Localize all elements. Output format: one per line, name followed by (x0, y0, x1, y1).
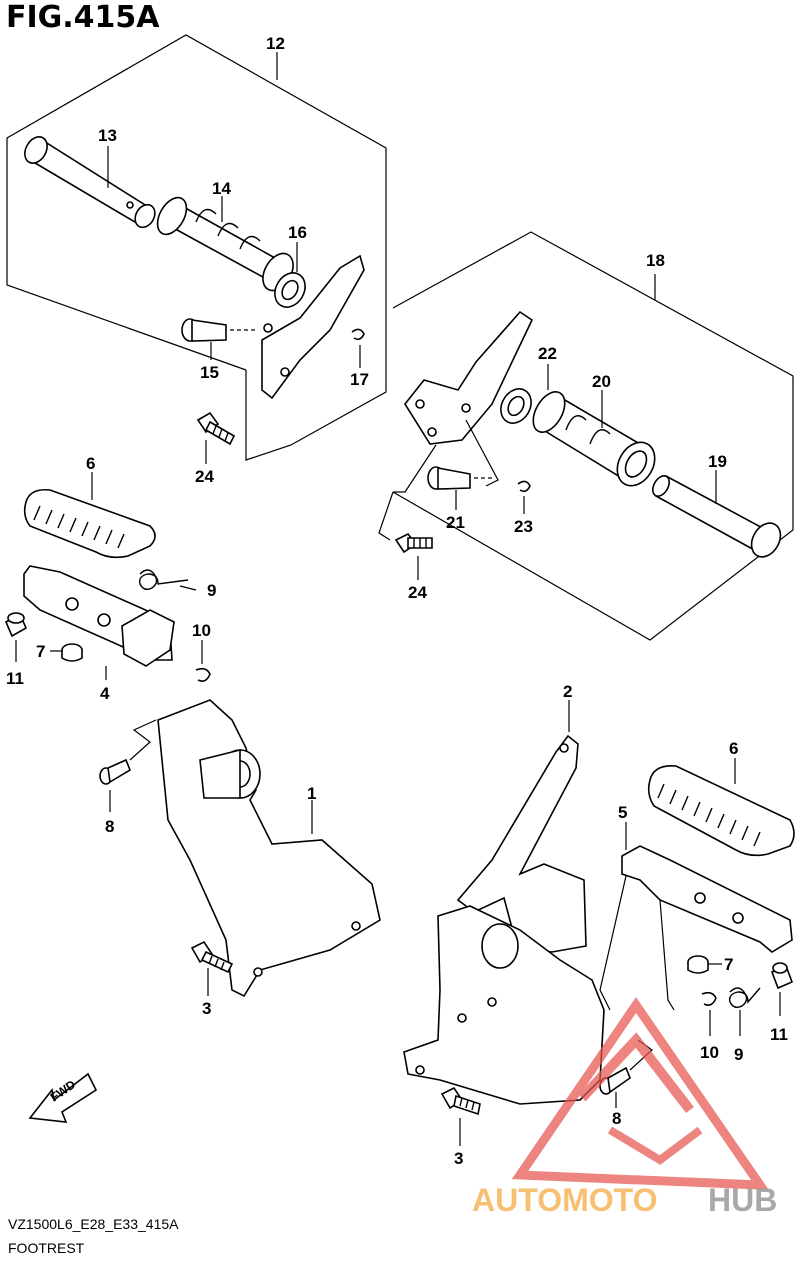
callout-5: 5 (618, 803, 627, 822)
watermark-text-hub: HUB (708, 1182, 777, 1218)
assembly-box-12 (6, 34, 387, 461)
callout-4: 4 (100, 684, 110, 703)
clip-10-right (701, 991, 717, 1036)
callout-24-right: 24 (408, 583, 427, 602)
callout-3-left: 3 (202, 999, 211, 1018)
callout-10-left: 10 (192, 621, 211, 640)
clevis-pin-15 (181, 318, 258, 360)
callout-23: 23 (514, 517, 533, 536)
clip-17 (351, 328, 365, 368)
callout-7-right: 7 (724, 955, 733, 974)
footpeg-bracket-5 (599, 822, 793, 1011)
figure-caption: FOOTREST (8, 1240, 85, 1256)
main-bracket-1 (157, 699, 381, 998)
watermark-logo (511, 997, 769, 1190)
callout-10-right: 10 (700, 1043, 719, 1062)
watermark-text-auto: AUTOMOTO (472, 1182, 657, 1218)
callout-7-left: 7 (36, 642, 45, 661)
callout-6-right: 6 (729, 739, 738, 758)
footrest-arm-2 (456, 700, 587, 953)
callout-18: 18 (646, 251, 665, 270)
fwd-direction-arrow: FWD (28, 1072, 98, 1123)
nut-7-right (687, 955, 722, 974)
clevis-pin-8-left (99, 719, 157, 812)
callout-22: 22 (538, 344, 557, 363)
figure-title: FIG.415A (6, 0, 160, 35)
washer-16 (274, 242, 306, 308)
callout-12: 12 (266, 34, 285, 53)
callout-20: 20 (592, 372, 611, 391)
washer-22 (500, 364, 549, 424)
bolt-3-left (190, 940, 234, 996)
callout-17: 17 (350, 370, 369, 389)
callout-8-right: 8 (612, 1109, 621, 1128)
footrest-rubber-6-left (23, 472, 156, 559)
callout-8-left: 8 (105, 817, 114, 836)
callout-11-right: 11 (770, 1025, 788, 1044)
callout-9-left: 9 (207, 581, 216, 600)
model-code: VZ1500L6_E28_E33_415A (8, 1216, 179, 1232)
pin-13 (24, 136, 156, 229)
clip-23 (517, 480, 531, 514)
callout-labels: 12 13 14 16 15 17 24 18 22 20 19 21 23 2… (6, 34, 788, 1168)
footrest-rubber-6-right (647, 758, 795, 857)
callout-6-left: 6 (86, 454, 95, 473)
callout-24-upper: 24 (195, 467, 214, 486)
assembly-box-18 (378, 231, 794, 641)
callout-3-right: 3 (454, 1149, 463, 1168)
spring-9-left (138, 569, 197, 591)
footrest-rubber-20 (532, 390, 656, 487)
callout-1: 1 (307, 784, 316, 803)
bolt-24-right (394, 532, 433, 580)
bracket-12 (261, 254, 365, 400)
callout-11-left: 11 (6, 669, 24, 688)
footrest-rubber-14 (156, 196, 294, 292)
clevis-pin-21 (427, 466, 492, 510)
main-bracket-right (403, 905, 605, 1105)
footpeg-bracket-4 (23, 565, 175, 680)
bolt-3-right (440, 1086, 481, 1146)
callout-19: 19 (708, 452, 727, 471)
bumper-11-right (770, 962, 794, 1016)
pin-19 (652, 470, 782, 558)
bumper-11-left (4, 612, 28, 662)
callout-13: 13 (98, 126, 117, 145)
callout-16: 16 (288, 223, 307, 242)
callout-2: 2 (563, 682, 572, 701)
callout-15: 15 (200, 363, 219, 382)
clip-10-left (195, 640, 211, 682)
callout-14: 14 (212, 179, 231, 198)
bolt-24-upper (196, 411, 236, 464)
callout-9-right: 9 (734, 1045, 743, 1064)
callout-21: 21 (446, 513, 465, 532)
nut-7-left (50, 643, 83, 662)
bracket-18 (393, 310, 534, 493)
spring-9-right (728, 987, 761, 1036)
